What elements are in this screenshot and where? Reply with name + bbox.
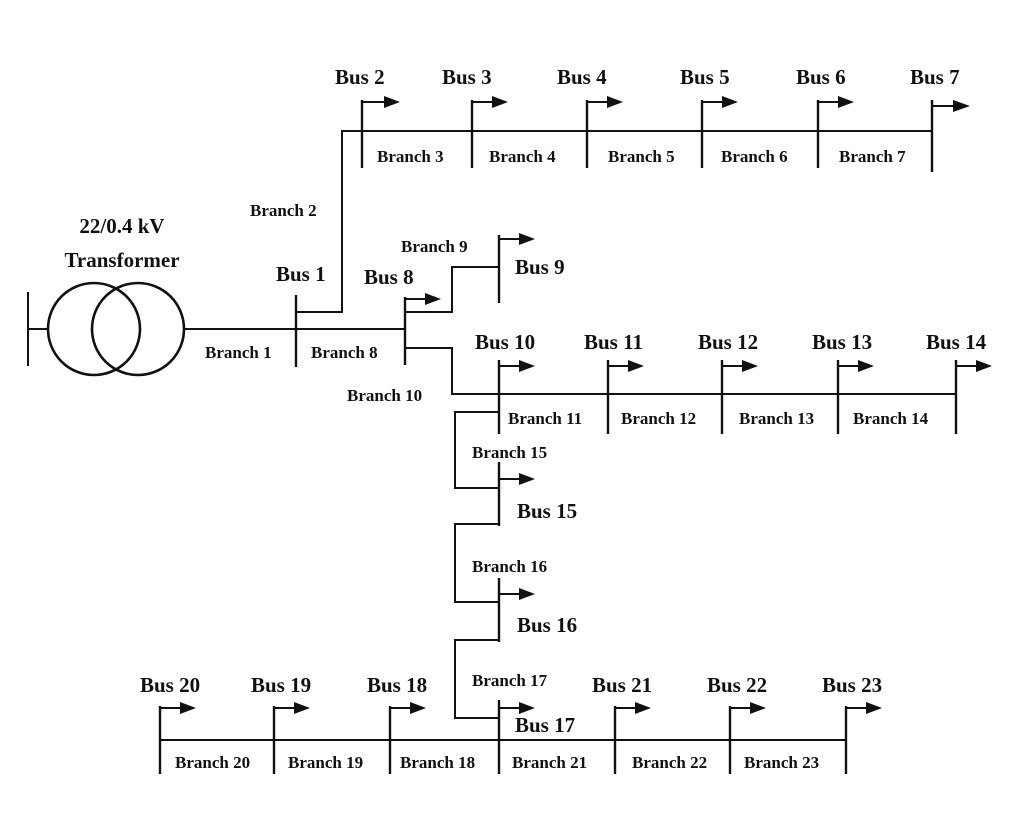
branch-label: Branch 17 [472, 671, 548, 690]
branch-label: Branch 10 [347, 386, 422, 405]
branch-label: Branch 15 [472, 443, 547, 462]
bus-label: Bus 7 [910, 65, 960, 89]
load-arrow-bus-13 [838, 360, 874, 372]
load-arrow-bus-7 [932, 100, 970, 112]
bus-label: Bus 20 [140, 673, 200, 697]
line-branch-16 [454, 523, 499, 603]
bus-label: Bus 22 [707, 673, 767, 697]
bus-label: Bus 1 [276, 262, 326, 286]
bus-label: Bus 21 [592, 673, 652, 697]
bus-label: Bus 18 [367, 673, 427, 697]
branch-label: Branch 20 [175, 753, 250, 772]
bus-label: Bus 16 [517, 613, 577, 637]
load-arrow-bus-23 [846, 702, 882, 714]
branch-label: Branch 12 [621, 409, 696, 428]
line-branch-17 [454, 639, 499, 719]
load-arrow-bus-16 [499, 588, 535, 600]
branch-label: Branch 21 [512, 753, 587, 772]
bus-label: Bus 5 [680, 65, 730, 89]
bus-label: Bus 10 [475, 330, 535, 354]
transformer-label: Transformer [64, 248, 179, 272]
bus-label: Bus 19 [251, 673, 311, 697]
bus-label: Bus 3 [442, 65, 492, 89]
bus-label: Bus 6 [796, 65, 846, 89]
bus-label: Bus 2 [335, 65, 385, 89]
line-branch-15 [454, 411, 499, 489]
line-branch-9 [405, 266, 499, 313]
branch-label: Branch 16 [472, 557, 547, 576]
bus-label: Bus 11 [584, 330, 643, 354]
branch-label: Branch 3 [377, 147, 444, 166]
branch-label: Branch 23 [744, 753, 819, 772]
branch-label: Branch 13 [739, 409, 814, 428]
load-arrow-bus-9 [499, 233, 535, 245]
load-arrow-bus-2 [362, 96, 400, 108]
load-arrow-bus-10 [499, 360, 535, 372]
bus-label: Bus 8 [364, 265, 414, 289]
load-arrow-bus-17 [499, 702, 535, 714]
branch-label: Branch 9 [401, 237, 468, 256]
line-branch-10 [405, 347, 499, 395]
branch-label: Branch 18 [400, 753, 475, 772]
branch-label: Branch 19 [288, 753, 363, 772]
branch-label: Branch 7 [839, 147, 906, 166]
bus-label: Bus 23 [822, 673, 882, 697]
load-arrow-bus-19 [274, 702, 310, 714]
load-arrow-bus-4 [587, 96, 623, 108]
transformer-symbol [27, 281, 186, 377]
branch-label: Branch 2 [250, 201, 317, 220]
load-arrow-bus-15 [499, 473, 535, 485]
branch-label: Branch 5 [608, 147, 675, 166]
branch-label: Branch 14 [853, 409, 929, 428]
load-arrow-bus-22 [730, 702, 766, 714]
transformer-rating: 22/0.4 kV [79, 214, 164, 238]
bus-label: Bus 17 [515, 713, 575, 737]
load-arrow-bus-6 [818, 96, 854, 108]
load-arrow-bus-3 [472, 96, 508, 108]
branch-label: Branch 1 [205, 343, 272, 362]
primary-winding [46, 281, 142, 377]
load-arrow-bus-5 [702, 96, 738, 108]
load-arrow-bus-8 [405, 293, 441, 305]
secondary-winding [90, 281, 186, 377]
bus-label: Bus 15 [517, 499, 577, 523]
bus-label: Bus 9 [515, 255, 565, 279]
load-arrow-bus-18 [390, 702, 426, 714]
load-arrow-bus-11 [608, 360, 644, 372]
branch-label: Branch 22 [632, 753, 707, 772]
line-branch-2 [296, 130, 362, 313]
branch-label: Branch 4 [489, 147, 556, 166]
load-arrow-bus-20 [160, 702, 196, 714]
branch-label: Branch 6 [721, 147, 788, 166]
bus-label: Bus 12 [698, 330, 758, 354]
bus-label: Bus 4 [557, 65, 607, 89]
branch-label: Branch 8 [311, 343, 378, 362]
bus-label: Bus 14 [926, 330, 987, 354]
load-arrow-bus-12 [722, 360, 758, 372]
load-arrow-bus-21 [615, 702, 651, 714]
bus-label: Bus 13 [812, 330, 872, 354]
branch-label: Branch 11 [508, 409, 582, 428]
load-arrow-bus-14 [956, 360, 992, 372]
